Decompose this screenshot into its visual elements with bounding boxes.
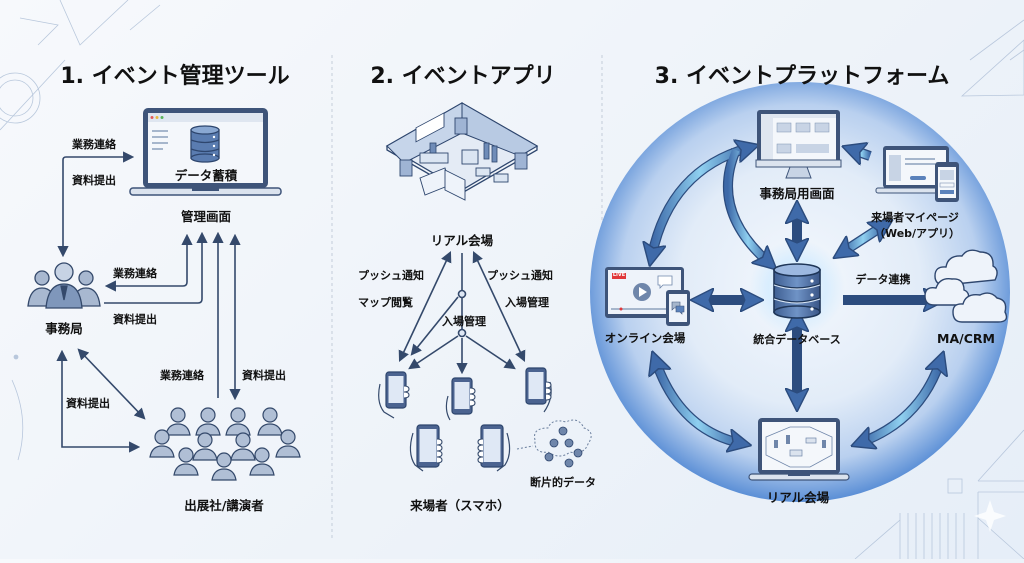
section-3-graph [590,82,1010,502]
smartphone-hand-icon [378,367,552,472]
admin-screen-label: 管理画面 [180,209,232,224]
section-2-title: 2. イベントアプリ [370,64,556,89]
arrow-online-venue [656,362,740,443]
isometric-venue-icon [385,102,539,201]
edge-admin-office-contact [104,233,193,292]
hub-node [457,289,467,299]
edge-label-contact: 業務連絡 [160,369,204,382]
edge-label-push: プッシュ通知 [358,269,424,282]
arrow-admin-db [724,148,768,262]
section-2-arrows [398,250,526,375]
edge-label-map: マップ閲覧 [358,296,413,309]
edge-label-docs: 資料提出 [72,174,116,187]
exhibitors-label: 出展社/講演者 [184,498,264,513]
edge-label-contact: 業務連絡 [113,267,157,280]
monitor-dashboard-icon [755,110,842,179]
real-venue-label: リアル会場 [766,490,830,505]
edge-label-push: プッシュ通知 [487,269,553,282]
edge-label-entry: 入場管理 [442,315,486,328]
section-1-title: 1. イベント管理ツール [60,64,290,89]
staff-group-icon [27,262,101,309]
section-2-graph [378,102,592,472]
database-icon [773,263,821,319]
live-badge-text: LIVE [612,272,626,278]
edge-hub1-left [410,296,459,356]
office-label: 事務局 [45,321,83,336]
live-stream-icon [605,267,690,326]
edge-label-docs: 資料提出 [66,397,110,410]
edge-hub2-right [465,335,516,370]
macrm-label: MA/CRM [937,331,995,346]
edge-venue-right-phone [472,250,526,363]
edge-hub2-left [408,335,459,370]
database-label: 統合データベース [753,333,841,346]
arrow-mypage-admin [853,150,872,156]
fragmented-data-label: 断片的データ [530,476,596,489]
data-cloud-icon [516,419,592,468]
mypage-sublabel: （Web/アプリ） [873,227,961,240]
section-3-title: 3. イベントプラットフォーム [654,64,950,89]
laptop-phone-icon [875,146,959,202]
edge-label-entry: 入場管理 [505,296,549,309]
edge-office-admin [57,151,135,258]
edge-label-docs: 資料提出 [113,313,157,326]
crowd-icon [149,407,301,481]
live-badge [612,273,626,279]
section-1-graph [27,108,301,481]
edge-office-exhibitors-left [56,349,141,453]
arrow-macrm-venue [862,362,940,442]
platform-arrows [652,148,940,443]
data-storage-label: データ蓄積 [174,168,238,183]
office-screen-label: 事務局用画面 [759,186,835,201]
online-venue-label: オンライン会場 [604,331,686,345]
visitors-label: 来場者（スマホ） [410,498,510,513]
cloud-icon [924,249,1008,323]
edge-office-admin-doc [104,231,208,304]
edge-label-data-sync: データ連携 [855,273,911,286]
laptop-venue-icon [748,418,850,481]
sparkle-icon [974,500,1006,532]
mypage-label: 来場者マイページ [871,211,959,224]
edge-label-contact: 業務連絡 [72,138,116,151]
section-1-arrows [56,151,241,453]
edge-label-docs: 資料提出 [242,369,286,382]
venue-label: リアル会場 [430,233,494,248]
arrow-db-mypage [843,226,883,252]
edge-venue-left-phone [398,250,452,363]
hub-node [457,328,467,338]
